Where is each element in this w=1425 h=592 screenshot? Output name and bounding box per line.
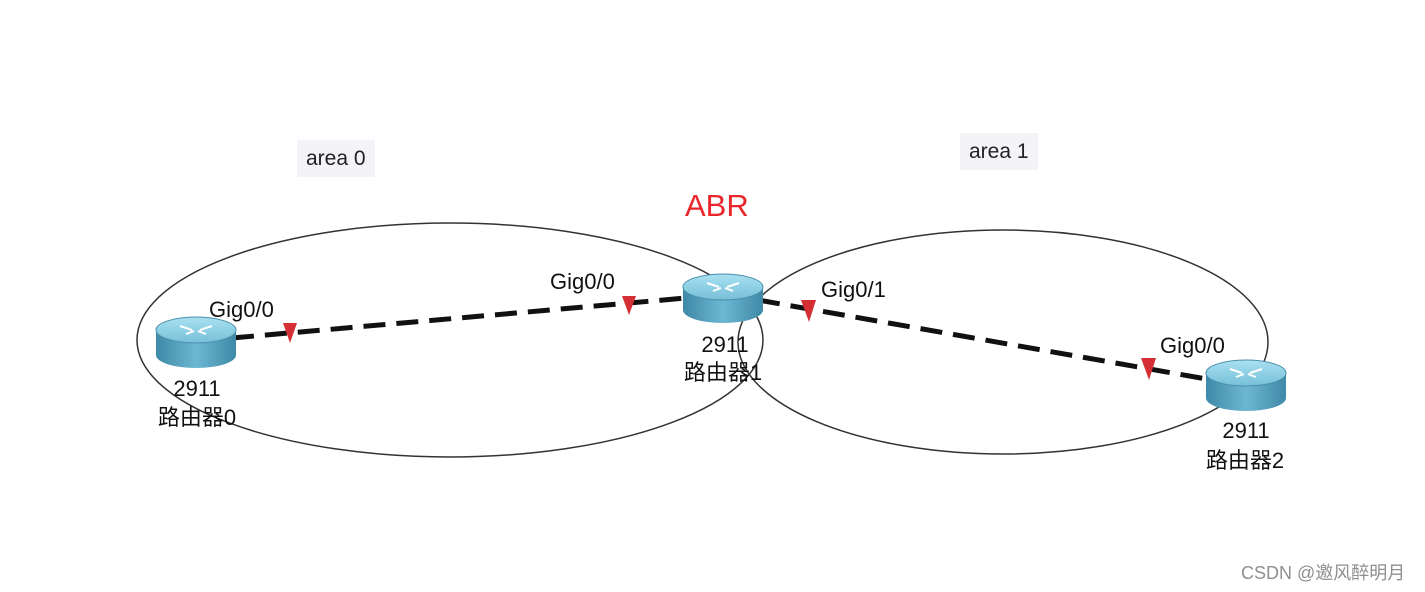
router-1-name: 路由器1 xyxy=(683,360,763,385)
port-marker-r2-gig00 xyxy=(1141,358,1156,380)
watermark: CSDN @邀风醉明月 xyxy=(1241,563,1406,583)
area-0-ellipse xyxy=(136,222,764,458)
link-r0-r1 xyxy=(231,295,687,341)
router-0-model: 2911 xyxy=(173,376,221,401)
link-r1-r2 xyxy=(757,297,1213,383)
router-0-icon[interactable] xyxy=(155,316,237,368)
abr-label: ABR xyxy=(685,188,749,223)
area-1-label: area 1 xyxy=(960,133,1038,170)
router-2-model: 2911 xyxy=(1222,418,1270,443)
router-2-name: 路由器2 xyxy=(1205,448,1285,473)
router-2-icon[interactable] xyxy=(1205,359,1287,411)
interface-label-r1-gig01: Gig0/1 xyxy=(821,277,886,302)
interface-label-r2-gig00: Gig0/0 xyxy=(1160,333,1225,358)
area-1-ellipse xyxy=(737,229,1269,455)
port-marker-r1-gig01 xyxy=(801,300,816,322)
router-0-name: 路由器0 xyxy=(157,405,237,430)
router-1-icon[interactable] xyxy=(682,273,764,323)
port-marker-r0-gig00 xyxy=(283,323,297,343)
interface-label-r1-gig00: Gig0/0 xyxy=(550,269,615,294)
router-1-model: 2911 xyxy=(701,332,749,357)
port-marker-r1-gig00 xyxy=(622,296,636,315)
interface-label-r0-gig00: Gig0/0 xyxy=(209,297,274,322)
area-0-label: area 0 xyxy=(297,140,375,177)
